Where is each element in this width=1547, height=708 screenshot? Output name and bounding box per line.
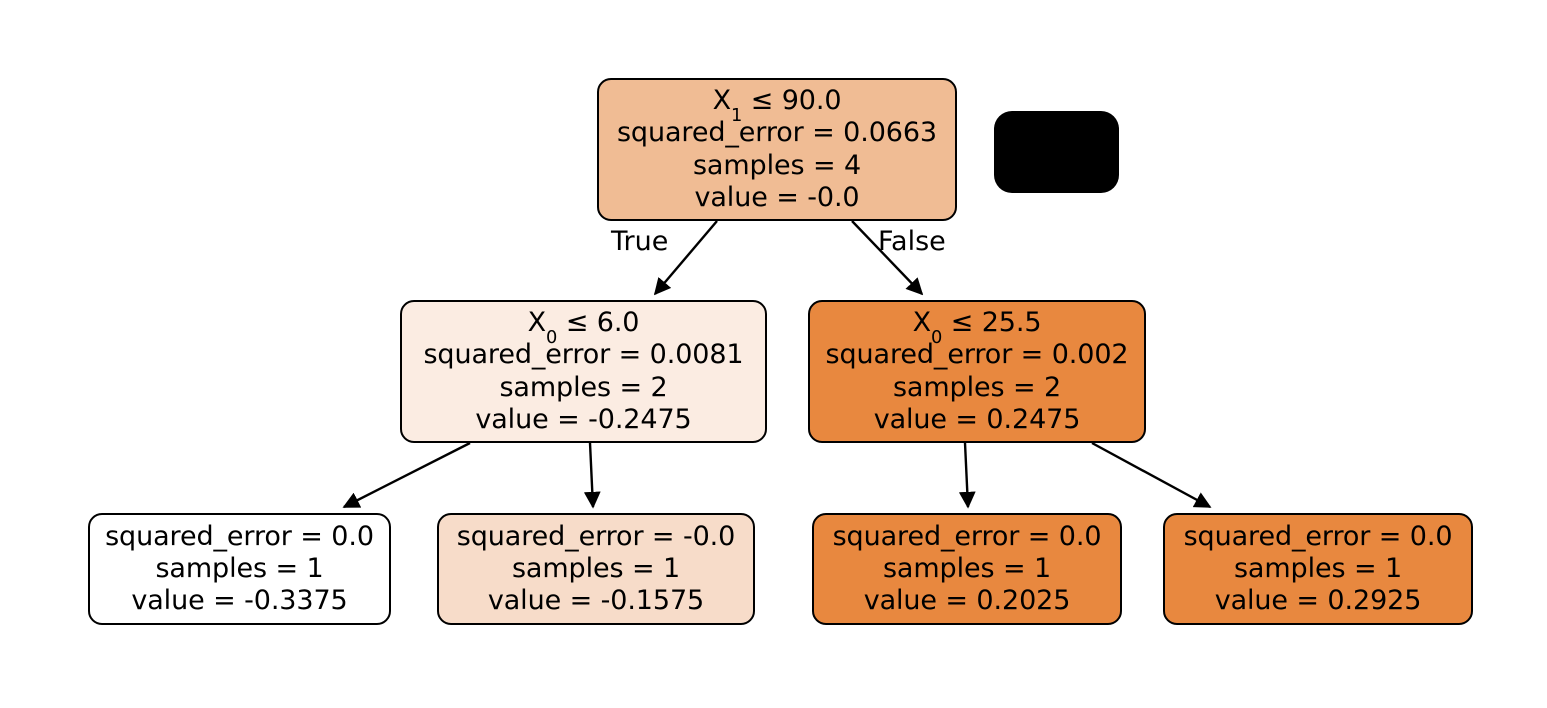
edge-label-false: False: [878, 226, 946, 257]
left-internal-split-subscript: 0: [546, 326, 558, 348]
right-internal-split-operand: ≤ 25.5: [942, 307, 1042, 339]
leaf-1-samples: samples = 1: [155, 552, 324, 584]
leaf-4-value: value = 0.2925: [1214, 585, 1422, 617]
left-internal-split-condition: X0 ≤ 6.0: [527, 307, 640, 348]
leaf-3-samples: samples = 1: [882, 552, 1052, 584]
tree-node-leaf-4[interactable]: squared_error = 0.0 samples = 1 value = …: [1163, 513, 1473, 625]
leaf-1-value: value = -0.3375: [131, 585, 348, 617]
redacted-node-box[interactable]: [994, 111, 1119, 193]
root-split-condition: X1 ≤ 90.0: [712, 85, 842, 126]
edge-label-true: True: [611, 226, 669, 257]
edge-right-to-leaf4: [1091, 441, 1212, 509]
left-internal-value: value = -0.2475: [475, 403, 692, 435]
right-internal-split-subscript: 0: [930, 326, 943, 348]
leaf-2-value: value = -0.1575: [487, 585, 705, 617]
leaf-1-criterion: squared_error = 0.0: [105, 520, 374, 552]
tree-node-root[interactable]: X1 ≤ 90.0 squared_error = 0.0663 samples…: [597, 78, 957, 221]
root-split-subscript: 1: [730, 104, 743, 126]
leaf-4-criterion: squared_error = 0.0: [1183, 520, 1453, 552]
leaf-2-samples: samples = 1: [511, 552, 681, 584]
leaf-3-value: value = 0.2025: [863, 585, 1071, 617]
edge-left-to-leaf2: [583, 442, 601, 509]
left-internal-criterion: squared_error = 0.0081: [423, 339, 744, 371]
right-internal-samples: samples = 2: [892, 371, 1062, 403]
right-internal-split-condition: X0 ≤ 25.5: [912, 307, 1042, 348]
tree-node-right-internal[interactable]: X0 ≤ 25.5 squared_error = 0.002 samples …: [808, 300, 1146, 443]
left-internal-samples: samples = 2: [499, 371, 668, 403]
root-split-operand: ≤ 90.0: [742, 85, 842, 117]
tree-node-left-internal[interactable]: X0 ≤ 6.0 squared_error = 0.0081 samples …: [400, 300, 767, 443]
leaf-2-criterion: squared_error = -0.0: [456, 520, 736, 552]
root-criterion: squared_error = 0.0663: [616, 117, 938, 149]
left-internal-split-operand: ≤ 6.0: [557, 307, 640, 339]
leaf-3-criterion: squared_error = 0.0: [832, 520, 1102, 552]
right-internal-value: value = 0.2475: [873, 403, 1081, 435]
tree-node-leaf-1[interactable]: squared_error = 0.0 samples = 1 value = …: [88, 513, 391, 625]
edge-right-to-leaf3: [958, 442, 976, 509]
right-internal-criterion: squared_error = 0.002: [825, 339, 1129, 371]
edge-left-to-leaf1: [342, 441, 471, 509]
root-samples: samples = 4: [692, 149, 862, 181]
tree-node-leaf-3[interactable]: squared_error = 0.0 samples = 1 value = …: [812, 513, 1122, 625]
tree-node-leaf-2[interactable]: squared_error = -0.0 samples = 1 value =…: [437, 513, 755, 625]
leaf-4-samples: samples = 1: [1233, 552, 1403, 584]
root-value: value = -0.0: [694, 181, 860, 213]
